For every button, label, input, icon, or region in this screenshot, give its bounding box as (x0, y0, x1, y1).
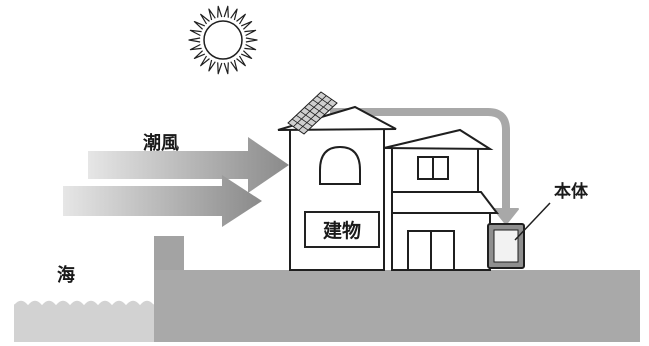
sea-icon (13, 299, 155, 342)
sea-label: 海 (57, 265, 75, 286)
building-label: 建物 (304, 211, 380, 248)
sun-icon (188, 5, 258, 75)
sun-rays (188, 5, 258, 75)
unit-leader-line (514, 202, 551, 241)
sun-disc (203, 20, 243, 60)
ground (154, 270, 640, 342)
cable-arrowhead (493, 208, 519, 225)
unit-label: 本体 (554, 182, 588, 202)
power-unit-icon (487, 223, 525, 269)
cable (330, 108, 510, 212)
wind-label: 潮風 (143, 133, 179, 154)
seawall (154, 236, 184, 270)
solar-panel-grid (291, 95, 334, 131)
solar-panel-icon (287, 91, 338, 135)
wind-arrow-icon (63, 137, 289, 227)
